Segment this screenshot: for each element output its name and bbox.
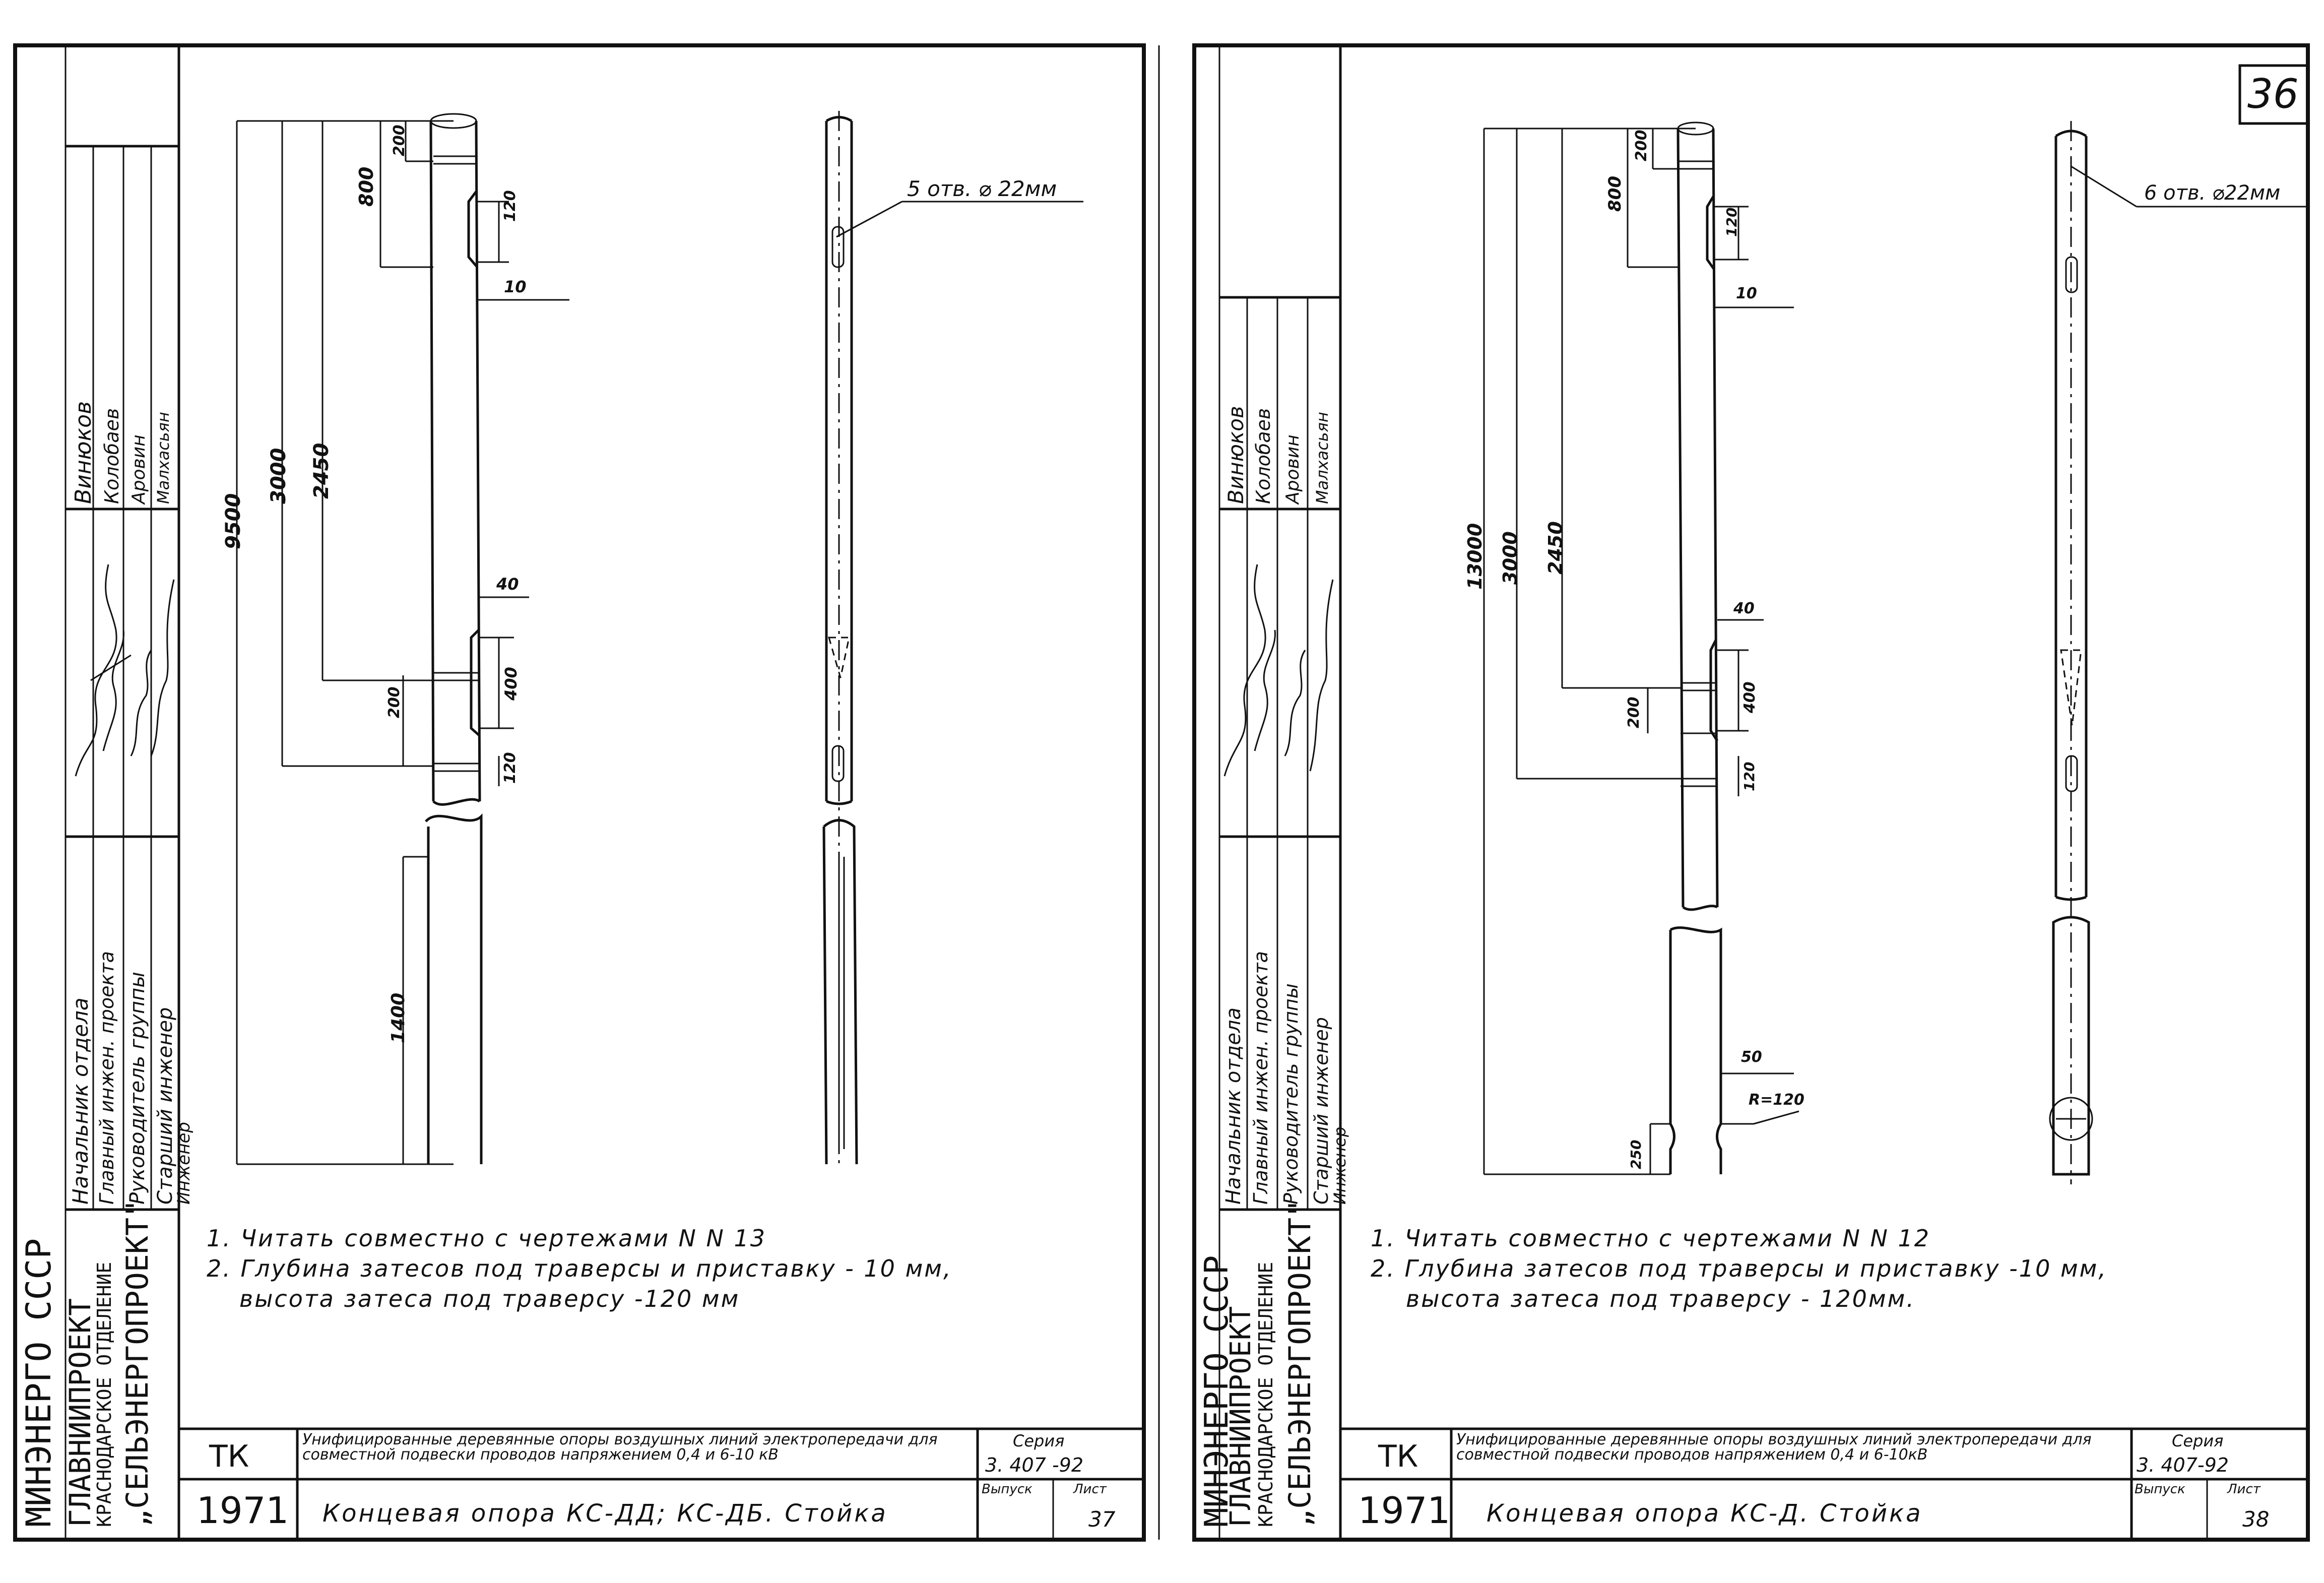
left-sheet	[13, 43, 1146, 1542]
drawing-name: Концевая опора КС-Д. Стойка	[1487, 1499, 1923, 1528]
left-dimensions	[236, 120, 569, 1165]
dim-label: 800	[355, 166, 377, 207]
name: Малхасьян	[1313, 412, 1332, 504]
drawing-name: Концевая опора КС-ДД; КС-ДБ. Стойка	[322, 1499, 888, 1528]
role: Старший инженер	[1310, 1017, 1332, 1205]
right-dimensions	[1483, 128, 1799, 1175]
dim-label: 40	[496, 575, 519, 594]
holes-callout: 6 отв. ⌀22мм	[2144, 181, 2281, 205]
dim-label: 40	[1733, 600, 1755, 617]
note-line: высота затеса под траверсу -120 мм	[239, 1285, 740, 1312]
signature	[1309, 579, 1334, 772]
sheet-label: Лист	[2227, 1482, 2261, 1497]
dim-label: 120	[501, 752, 519, 784]
signature	[102, 629, 124, 751]
issue-label: Выпуск	[2135, 1482, 2185, 1497]
dim-label: 200	[385, 686, 403, 718]
dim-label: 3000	[267, 448, 290, 504]
right-frame	[1192, 43, 2310, 1542]
page-number-box	[2238, 64, 2309, 125]
role: Главный инжен. проекта	[1250, 951, 1272, 1205]
dim-label: 800	[1605, 176, 1625, 212]
dim-label: 120	[501, 190, 519, 222]
name: Колобаев	[101, 408, 123, 504]
org-line: МИНЭНЕРГО СССР	[19, 1238, 59, 1527]
dim-label: 3000	[1499, 531, 1521, 585]
dim-label: 2450	[1544, 521, 1567, 575]
dim-label: 400	[1741, 681, 1759, 713]
signature	[130, 650, 152, 756]
page-number: 36	[2247, 71, 2299, 117]
left-pole-elevation	[425, 113, 483, 1164]
signature	[150, 579, 175, 756]
org-line: КРАСНОДАРСКОЕ ОТДЕЛЕНИЕ	[1255, 1261, 1277, 1527]
note-line: 2. Глубина затесов под траверсы и приста…	[207, 1255, 952, 1282]
note-line: 2. Глубина затесов под траверсы и приста…	[1371, 1255, 2107, 1282]
dim-label: 50	[1741, 1048, 1762, 1066]
name: Малхасьян	[154, 412, 173, 504]
dim-label: 9500	[222, 493, 245, 549]
dim-label: 1400	[388, 992, 409, 1043]
left-pole-side-view	[822, 111, 1083, 1169]
dim-label: 120	[1723, 207, 1740, 237]
note-line: высота затеса под траверсу - 120мм.	[1406, 1285, 1915, 1312]
series-value: 3. 407-92	[2137, 1454, 2229, 1476]
dim-label: 200	[1633, 130, 1650, 161]
signature	[1223, 564, 1266, 777]
role: Инженер	[174, 1122, 194, 1205]
org-line: КРАСНОДАРСКОЕ ОТДЕЛЕНИЕ	[93, 1261, 115, 1527]
name: Аровин	[1282, 434, 1303, 504]
doc-description: Унифицированные деревянные опоры воздушн…	[302, 1431, 938, 1464]
note-line: 1. Читать совместно с чертежами N N 13	[207, 1225, 767, 1252]
right-sheet	[1192, 43, 2310, 1542]
role: Руководитель группы	[126, 972, 149, 1205]
role: Главный инжен. проекта	[96, 951, 118, 1205]
doc-code: ТК	[1378, 1439, 1418, 1474]
dim-label: 200	[1625, 696, 1643, 728]
role: Инженер	[1330, 1126, 1349, 1205]
holes-callout: 5 отв. ⌀ 22мм	[907, 176, 1057, 201]
dim-label: R=120	[1749, 1091, 1804, 1109]
doc-year: 1971	[1358, 1489, 1451, 1532]
dim-label: 120	[1741, 762, 1758, 791]
right-pole-elevation	[1669, 121, 1722, 1174]
name: Винюков	[1223, 406, 1248, 504]
doc-year: 1971	[197, 1489, 289, 1532]
dim-label: 13000	[1464, 523, 1486, 590]
dim-label: 10	[1736, 285, 1757, 302]
sheet-label: Лист	[1073, 1482, 1107, 1497]
role: Начальник отдела	[1222, 1007, 1245, 1205]
org-line: ГЛАВНИИПРОЕКТ	[63, 1298, 97, 1527]
name: Винюков	[71, 401, 96, 504]
doc-description: Унифицированные деревянные опоры воздушн…	[1456, 1431, 2092, 1464]
doc-code: ТК	[209, 1439, 249, 1474]
signature	[75, 564, 132, 777]
note-line: 1. Читать совместно с чертежами N N 12	[1371, 1225, 1931, 1252]
org-line: ГЛАВНИИПРОЕКТ	[1224, 1306, 1257, 1527]
series-value: 3. 407 -92	[985, 1454, 1084, 1476]
signature	[1254, 629, 1276, 751]
sheet-number: 38	[2242, 1507, 2270, 1532]
role: Начальник отдела	[68, 997, 93, 1205]
right-pole-side-view	[2049, 121, 2308, 1184]
name: Колобаев	[1252, 408, 1274, 504]
issue-label: Выпуск	[982, 1482, 1032, 1497]
dim-label: 10	[504, 277, 527, 296]
name: Аровин	[128, 434, 149, 504]
dim-label: 2450	[310, 442, 333, 499]
series-label: Серия	[2172, 1431, 2224, 1450]
sheet-number: 37	[1088, 1507, 1116, 1532]
org-line: „СЕЛЬЭНЕРГОПРОЕКТ"	[120, 1199, 155, 1527]
dim-label: 250	[1628, 1139, 1644, 1169]
dim-label: 200	[391, 124, 408, 156]
signature	[1284, 650, 1306, 756]
org-line: „СЕЛЬЭНЕРГОПРОЕКТ"	[1282, 1199, 1318, 1527]
series-label: Серия	[1013, 1431, 1065, 1450]
left-frame	[13, 43, 1146, 1542]
dim-label: 400	[501, 667, 521, 701]
role: Руководитель группы	[1280, 983, 1302, 1205]
